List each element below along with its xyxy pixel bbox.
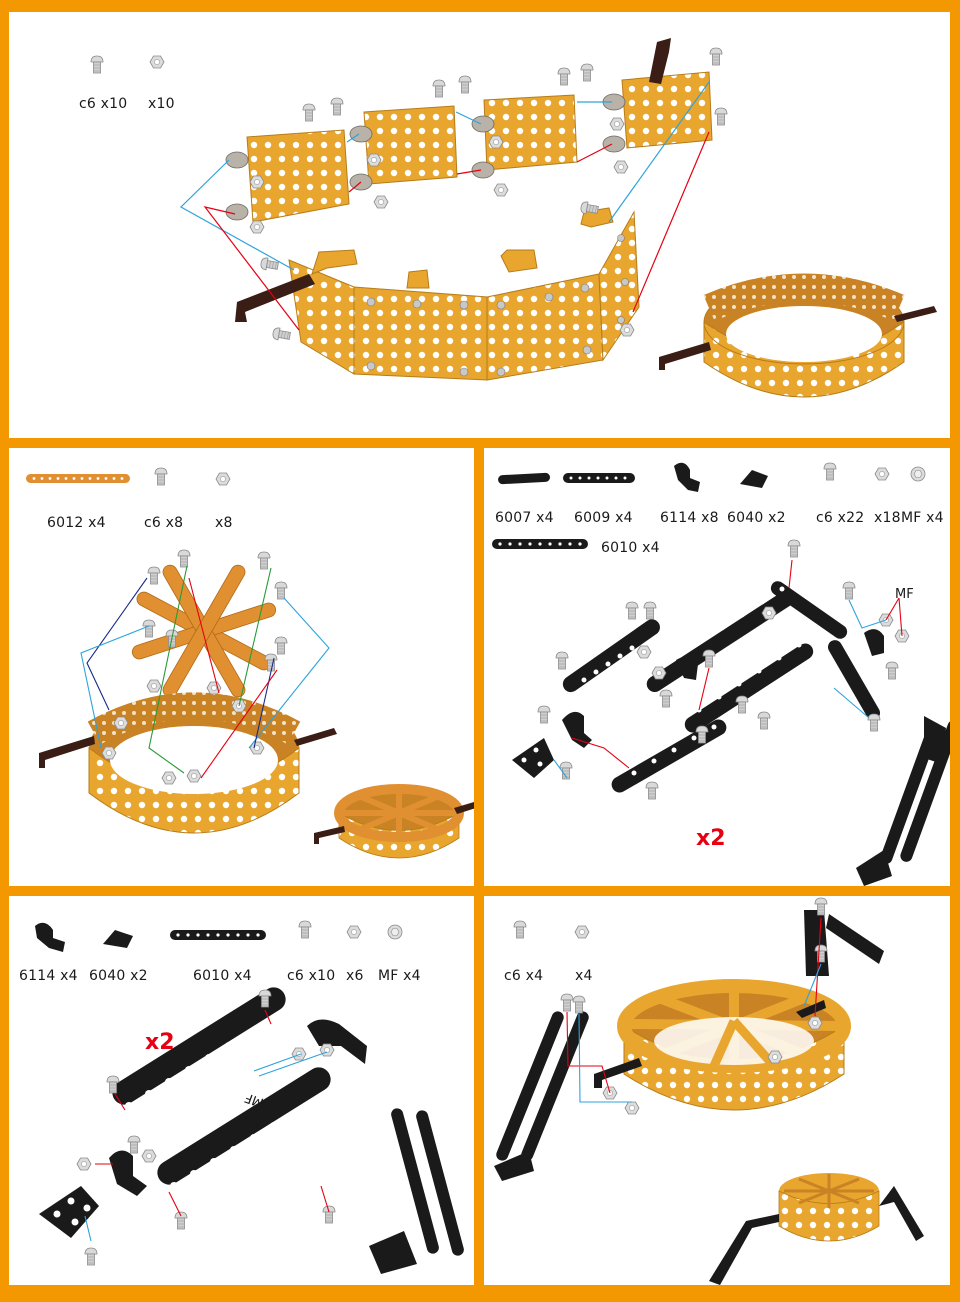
- step-4-panel: 6114 x4 6040 x2 6010 x4 c6 x10 x6 MF x4 …: [9, 896, 474, 1285]
- upper-plate-1: [246, 129, 350, 223]
- part-count-6040: 6040 x2: [89, 968, 148, 984]
- repeat-x2-callout: x2: [696, 826, 726, 851]
- screw-icon: [823, 462, 837, 481]
- step-1-diagram: [90, 38, 937, 398]
- part-count-screws: c6 x8: [144, 515, 184, 531]
- part-count-screws: c6 x4: [504, 968, 544, 984]
- part-count-6009: 6009 x4: [574, 510, 633, 526]
- part-count-6010: 6010 x4: [193, 968, 252, 984]
- finished-ring: [659, 273, 937, 398]
- part-count-6010: 6010 x4: [601, 540, 660, 556]
- step-2-diagram: [26, 467, 474, 859]
- nut-icon: [346, 925, 362, 939]
- step-2-panel: 6012 x4 c6 x8 x8: [9, 448, 474, 886]
- part-count-6040: 6040 x2: [727, 510, 786, 526]
- bracket-icon: [35, 922, 65, 952]
- finished-creature: [709, 1173, 924, 1285]
- upper-plate-4: [621, 38, 713, 149]
- part-count-6007: 6007 x4: [495, 510, 554, 526]
- part-count-mf: MF x4: [378, 968, 421, 984]
- part-count-nuts: x6: [346, 968, 364, 984]
- screw-icon: [154, 467, 168, 486]
- step-5-panel: c6 x4 x4: [484, 896, 950, 1285]
- assembled-leg: [856, 716, 950, 886]
- step-5-diagram: [494, 897, 924, 1285]
- part-count-nuts: x8: [215, 515, 233, 531]
- step-3-panel: 6007 x4 6009 x4 6114 x8 6040 x2 c6 x22 x…: [484, 448, 950, 886]
- bracket-icon: [674, 462, 700, 492]
- part-count-screws: c6 x10: [79, 96, 128, 112]
- flat-plate-icon: [103, 930, 133, 948]
- step-4-diagram: [35, 920, 464, 1274]
- nut-icon: [215, 472, 231, 486]
- part-count-nuts: x10: [148, 96, 175, 112]
- part-count-nuts: x4: [575, 968, 593, 984]
- part-count-nuts: x18: [874, 510, 901, 526]
- mf-nut-icon: [910, 466, 926, 482]
- nut-icon: [874, 467, 890, 481]
- assembled-leg: [369, 1108, 464, 1274]
- nut-icon: [574, 925, 590, 939]
- part-count-6114: 6114 x8: [660, 510, 719, 526]
- step-1-panel: c6 x10 x10: [9, 12, 950, 438]
- flat-plate-icon: [740, 470, 768, 488]
- part-count-6012: 6012 x4: [47, 515, 106, 531]
- step-3-diagram: [492, 462, 950, 886]
- upper-plate-2: [363, 105, 458, 185]
- screw-icon: [298, 920, 312, 939]
- finished-ring-with-star: [314, 784, 474, 859]
- upper-plate-3: [483, 94, 578, 171]
- part-count-screws: c6 x22: [816, 510, 865, 526]
- repeat-x2-callout: x2: [145, 1030, 175, 1055]
- short-strip-icon: [498, 472, 550, 485]
- screw-icon: [90, 55, 104, 74]
- part-count-screws: c6 x10: [287, 968, 336, 984]
- screw-icon: [513, 920, 527, 939]
- nut-icon: [149, 55, 165, 69]
- mf-callout: MF: [895, 587, 914, 602]
- part-count-mf: MF x4: [901, 510, 944, 526]
- mf-nut-icon: [387, 924, 403, 940]
- orange-strip-icon: [26, 474, 130, 483]
- part-count-6114: 6114 x4: [19, 968, 78, 984]
